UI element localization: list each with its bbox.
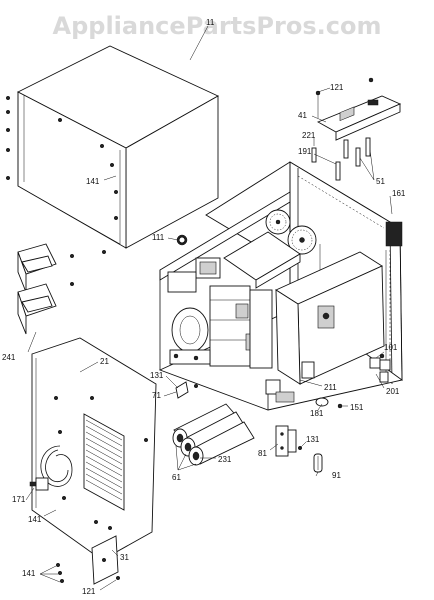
callout-111: 111 bbox=[152, 233, 165, 242]
callout-101: 101 bbox=[384, 343, 398, 352]
leader-lines bbox=[25, 25, 393, 591]
callout-121: 121 bbox=[82, 587, 96, 596]
latch-parts bbox=[17, 243, 75, 335]
callout-191: 191 bbox=[298, 147, 312, 156]
internal-components bbox=[167, 234, 273, 369]
callout-131: 131 bbox=[150, 371, 164, 380]
small-parts-right bbox=[275, 359, 391, 473]
callout-21: 21 bbox=[100, 357, 109, 366]
callout-181: 181 bbox=[310, 409, 324, 418]
callout-121: 121 bbox=[330, 83, 344, 92]
callout-241: 241 bbox=[2, 353, 16, 362]
callout-141: 141 bbox=[22, 569, 36, 578]
bottom-screws bbox=[55, 562, 121, 584]
small-parts-left bbox=[175, 381, 199, 399]
callout-71: 71 bbox=[152, 391, 161, 400]
callout-61: 61 bbox=[172, 473, 181, 482]
callout-11: 11 bbox=[206, 18, 215, 27]
cover-screws bbox=[5, 95, 119, 255]
callout-161: 161 bbox=[392, 189, 406, 198]
capacitor-set bbox=[172, 403, 255, 466]
back-panel bbox=[29, 337, 157, 561]
cabinet-cover bbox=[17, 45, 219, 249]
callout-141: 141 bbox=[28, 515, 42, 524]
magnetron-box bbox=[275, 251, 385, 385]
control-panel-bracket bbox=[316, 77, 402, 141]
callout-31: 31 bbox=[120, 553, 129, 562]
standoffs bbox=[311, 90, 371, 181]
vent-grille bbox=[83, 413, 125, 511]
watermark-text: AppliancePartsPros.com bbox=[53, 12, 382, 40]
callout-231: 231 bbox=[218, 455, 232, 464]
callout-labels: 11 141 121 41 221 191 51 161 111 241 21 … bbox=[2, 18, 406, 596]
callout-221: 221 bbox=[302, 131, 316, 140]
gear-assembly bbox=[223, 209, 317, 289]
callout-91: 91 bbox=[332, 471, 341, 480]
callout-201: 201 bbox=[386, 387, 400, 396]
callout-131: 131 bbox=[306, 435, 320, 444]
callout-41: 41 bbox=[298, 111, 307, 120]
callout-211: 211 bbox=[324, 383, 337, 392]
callout-151: 151 bbox=[350, 403, 364, 412]
callout-81: 81 bbox=[258, 449, 267, 458]
callout-51: 51 bbox=[376, 177, 385, 186]
bracket bbox=[91, 535, 119, 585]
callout-141: 141 bbox=[86, 177, 100, 186]
callout-171: 171 bbox=[12, 495, 26, 504]
